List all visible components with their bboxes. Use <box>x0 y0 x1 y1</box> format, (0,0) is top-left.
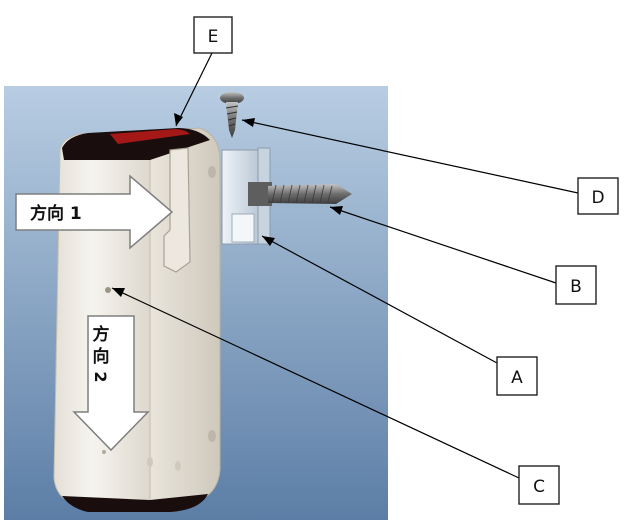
callout-b: B <box>556 266 596 304</box>
side-hole-top <box>208 166 216 178</box>
callout-d: D <box>578 178 618 214</box>
direction-1-label: 方向 1 <box>30 203 82 224</box>
direction-2-char-1: 方 <box>93 324 110 345</box>
direction-2-char-3: 2 <box>91 371 110 382</box>
callout-d-label: D <box>591 188 604 208</box>
bottom-hole-2 <box>175 461 181 471</box>
callout-c: C <box>519 466 559 504</box>
bottom-hole-1 <box>147 457 153 467</box>
callout-e-label: E <box>208 27 219 47</box>
callout-a: A <box>497 357 537 395</box>
callout-e: E <box>194 17 232 53</box>
direction-2-char-2: 向 <box>93 346 110 367</box>
callout-c-label: C <box>533 477 545 497</box>
callout-b-label: B <box>570 277 582 297</box>
side-hole-mid <box>208 430 216 442</box>
front-dot-low <box>102 450 106 454</box>
callout-a-label: A <box>511 368 523 388</box>
front-dot <box>105 287 111 293</box>
long-screw <box>248 182 352 206</box>
